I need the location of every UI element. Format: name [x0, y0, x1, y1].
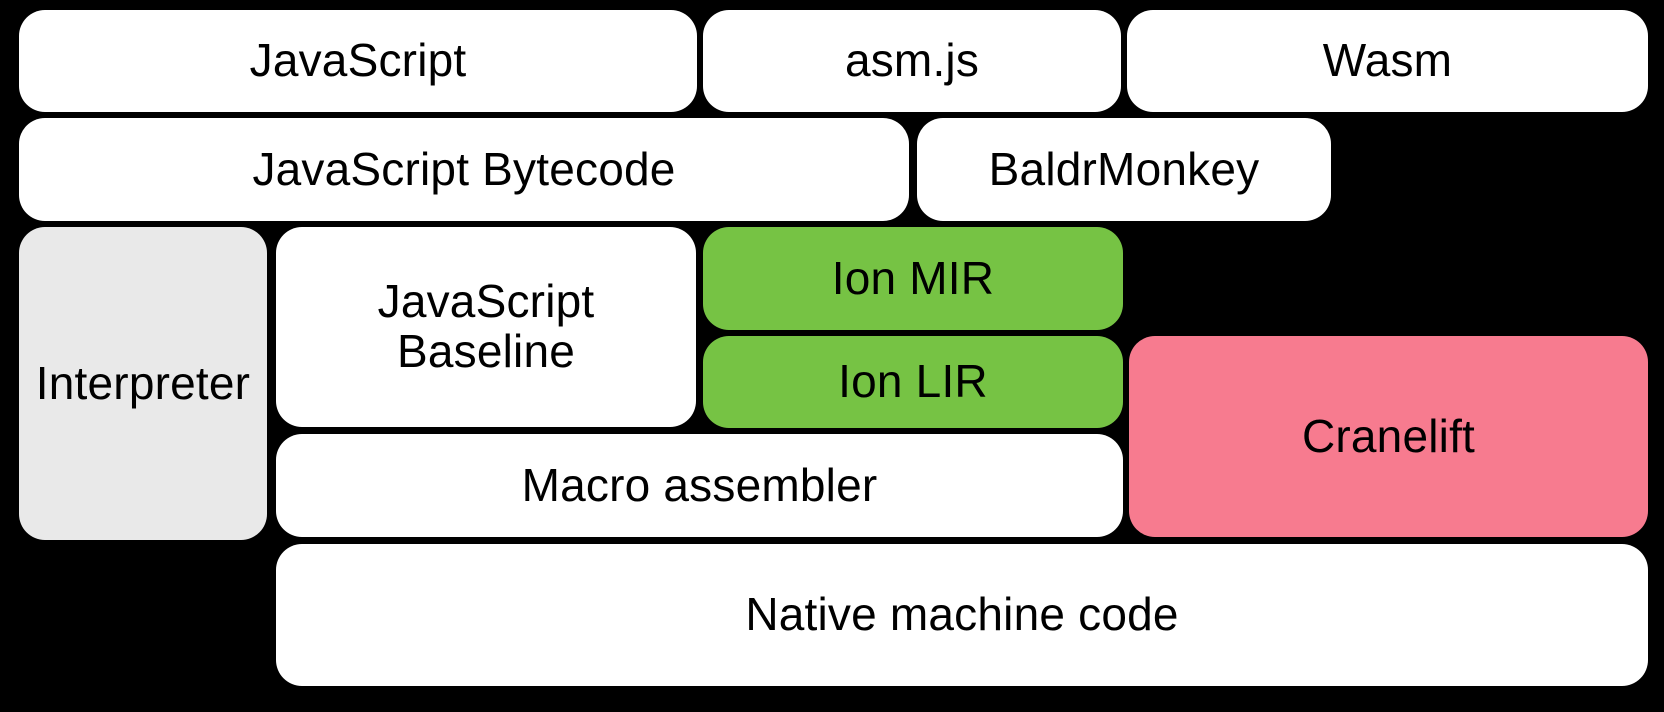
- node-javascript-bytecode: JavaScript Bytecode: [19, 118, 909, 221]
- node-label-interpreter: Interpreter: [35, 356, 251, 409]
- node-interpreter: Interpreter: [19, 227, 267, 540]
- node-label-javascript: JavaScript: [249, 34, 467, 87]
- node-label-javascript-baseline: JavaScript Baseline: [377, 275, 595, 377]
- node-label-native-machine-code: Native machine code: [745, 588, 1179, 641]
- node-macro-assembler: Macro assembler: [276, 434, 1123, 537]
- node-label-ion-lir: Ion LIR: [838, 355, 988, 408]
- node-javascript-baseline: JavaScript Baseline: [276, 227, 696, 427]
- node-label-wasm: Wasm: [1322, 34, 1453, 87]
- node-ion-lir: Ion LIR: [703, 336, 1123, 428]
- node-label-cranelift: Cranelift: [1301, 409, 1476, 462]
- node-label-ion-mir: Ion MIR: [831, 251, 995, 304]
- node-cranelift: Cranelift: [1129, 336, 1648, 537]
- node-label-baldrmonkey: BaldrMonkey: [988, 142, 1260, 195]
- node-label-macro-assembler: Macro assembler: [521, 458, 878, 511]
- node-label-javascript-bytecode: JavaScript Bytecode: [252, 142, 676, 195]
- node-javascript: JavaScript: [19, 10, 697, 112]
- node-ion-mir: Ion MIR: [703, 227, 1123, 330]
- node-native-machine-code: Native machine code: [276, 544, 1648, 686]
- node-asm-js: asm.js: [703, 10, 1121, 112]
- node-baldrmonkey: BaldrMonkey: [917, 118, 1331, 221]
- node-wasm: Wasm: [1127, 10, 1648, 112]
- node-label-asm-js: asm.js: [844, 34, 980, 87]
